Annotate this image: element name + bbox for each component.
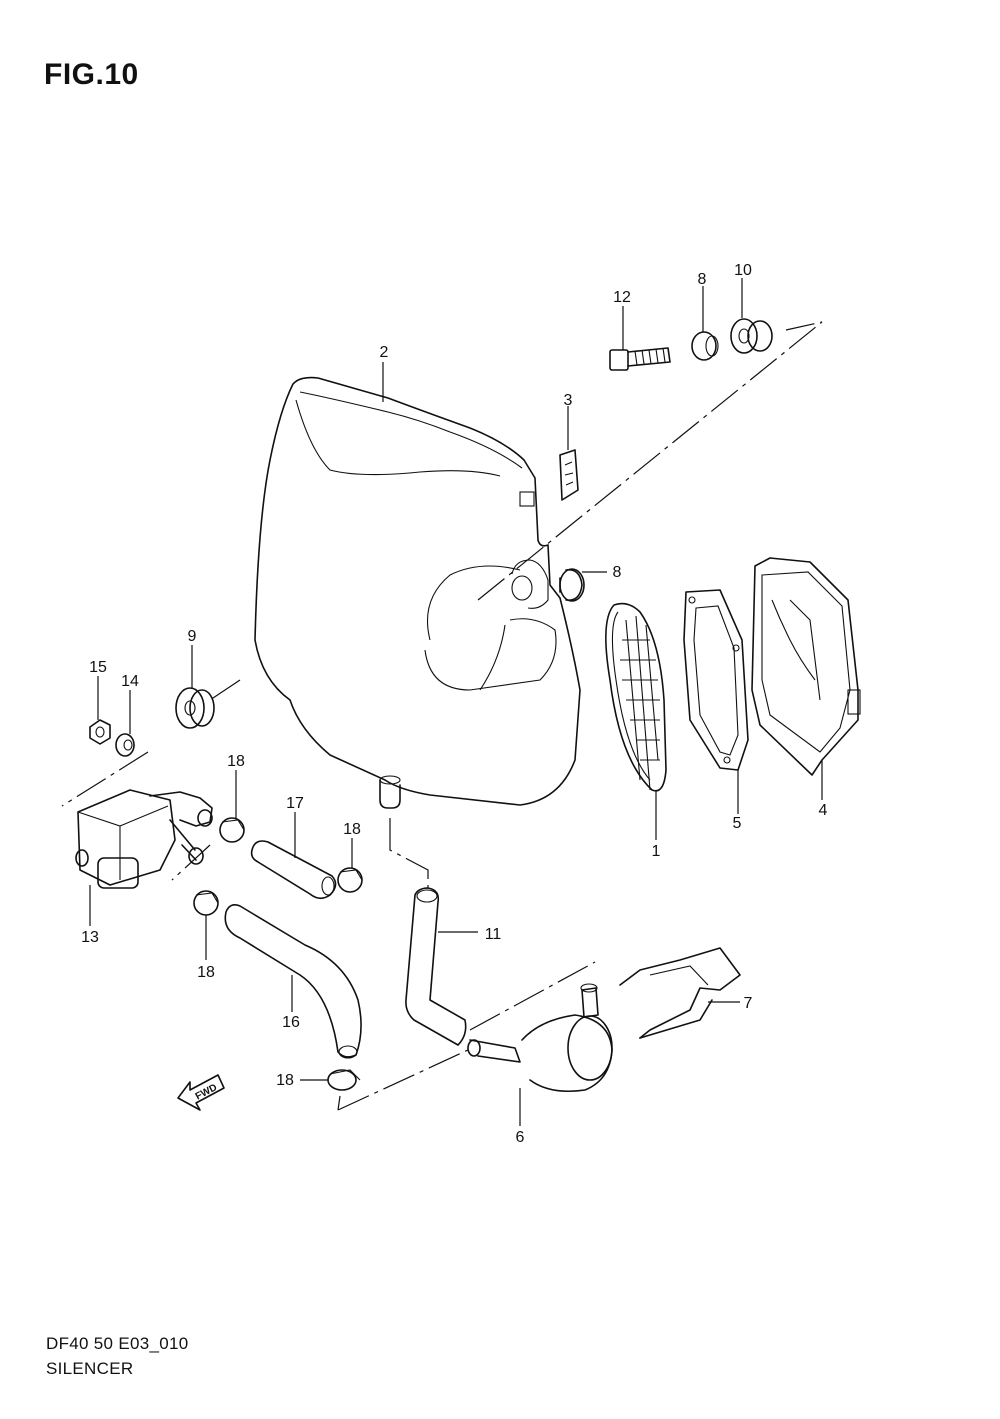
callout-1: 1 (652, 843, 661, 860)
figure-name: SILENCER (46, 1359, 134, 1378)
bolt-part[interactable] (609, 347, 671, 371)
collar-mid-part[interactable] (559, 568, 585, 602)
callout-18-d: 18 (276, 1072, 294, 1089)
hose-bent-part[interactable] (405, 887, 467, 1046)
figure-title: FIG.10 (44, 58, 139, 91)
callout-8-mid: 8 (613, 564, 622, 581)
callout-6: 6 (516, 1129, 525, 1146)
forward-arrow-icon: FWD (177, 1074, 225, 1111)
callout-13: 13 (81, 929, 99, 946)
filter-part[interactable] (467, 983, 613, 1093)
callout-7: 7 (744, 995, 753, 1012)
washer-small-part[interactable] (115, 733, 135, 757)
valve-part[interactable] (75, 789, 213, 889)
gasket-part[interactable] (683, 589, 749, 771)
clamp-part-d[interactable] (327, 1069, 361, 1091)
nut-part[interactable] (89, 719, 111, 745)
clip-part[interactable] (559, 449, 579, 501)
callout-3: 3 (564, 392, 573, 409)
grommet-left-part[interactable] (175, 687, 215, 729)
clamp-part-b[interactable] (337, 867, 363, 893)
callout-18-a: 18 (227, 753, 245, 770)
hose-short-part[interactable] (250, 840, 337, 900)
figure-code: DF40 50 E03_010 (46, 1334, 189, 1353)
callout-17: 17 (286, 795, 304, 812)
clamp-part-c[interactable] (193, 890, 219, 916)
silencer-case-part[interactable] (254, 376, 581, 809)
callout-18-b: 18 (343, 821, 361, 838)
callout-16: 16 (282, 1014, 300, 1031)
callout-8-top: 8 (698, 271, 707, 288)
screen-part[interactable] (605, 602, 667, 792)
callout-11: 11 (485, 926, 502, 943)
callout-15: 15 (89, 659, 107, 676)
assembly-lines (61, 321, 823, 1111)
callout-14: 14 (121, 673, 139, 690)
hose-long-part[interactable] (224, 904, 362, 1059)
callout-10: 10 (734, 262, 752, 279)
callout-12: 12 (613, 289, 631, 306)
callout-5: 5 (733, 815, 742, 832)
leader-lines (89, 278, 823, 1126)
duct-housing-part[interactable] (751, 557, 861, 776)
callout-4: 4 (819, 802, 828, 819)
callout-9: 9 (188, 628, 197, 645)
clamp-part-a[interactable] (219, 817, 245, 843)
grommet-top-part[interactable] (730, 318, 773, 354)
callout-2: 2 (380, 344, 389, 361)
washer-top-part[interactable] (691, 331, 719, 361)
callout-18-c: 18 (197, 964, 215, 981)
bracket-part[interactable] (619, 947, 741, 1039)
